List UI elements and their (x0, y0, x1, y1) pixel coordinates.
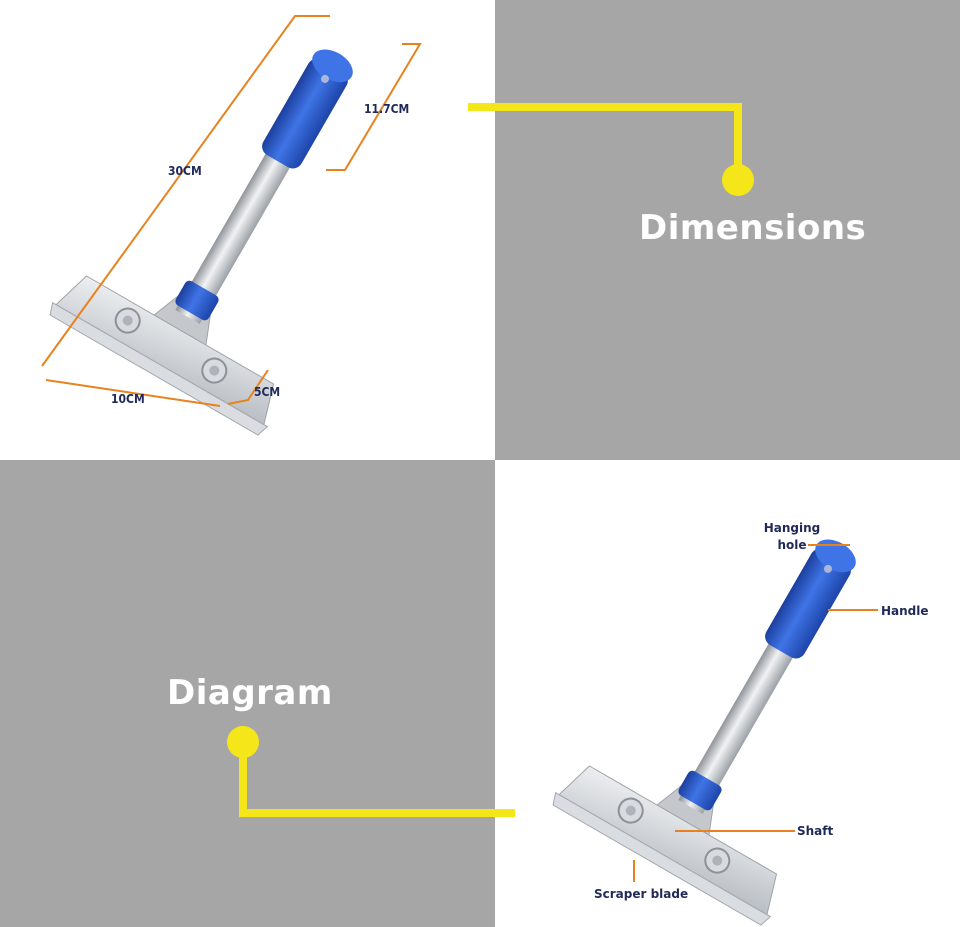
callout-lines (633, 544, 878, 882)
hanging-hole-label-line2: hole (777, 538, 806, 552)
handle-length-label: 11.7CM (364, 102, 409, 116)
diagram-connector (227, 726, 515, 817)
blade-depth-label: 5CM (254, 385, 280, 399)
scraper-tool-image-bottom (548, 480, 951, 927)
connector-dot (722, 164, 754, 196)
dimension-lines (41, 15, 422, 407)
scraper-tool-image-top (45, 0, 448, 439)
overall-length-label: 30CM (168, 164, 202, 178)
handle-length-line (326, 43, 422, 171)
dimensions-connector (468, 103, 754, 196)
connector-dot (227, 726, 259, 758)
dimensions-title-panel (495, 0, 960, 460)
blade-width-label: 10CM (111, 392, 145, 406)
dimensions-title: Dimensions (639, 208, 867, 248)
shaft-label: Shaft (797, 824, 834, 838)
scraper-blade-label: Scraper blade (594, 887, 688, 901)
diagram-title: Diagram (167, 673, 333, 713)
overall-length-line (41, 15, 330, 367)
diagram-title-panel (0, 460, 495, 927)
handle-label: Handle (881, 604, 929, 618)
hanging-hole-label-line1: Hanging (764, 521, 821, 535)
blade-depth-line (227, 369, 269, 405)
blade-width-line (45, 379, 221, 407)
